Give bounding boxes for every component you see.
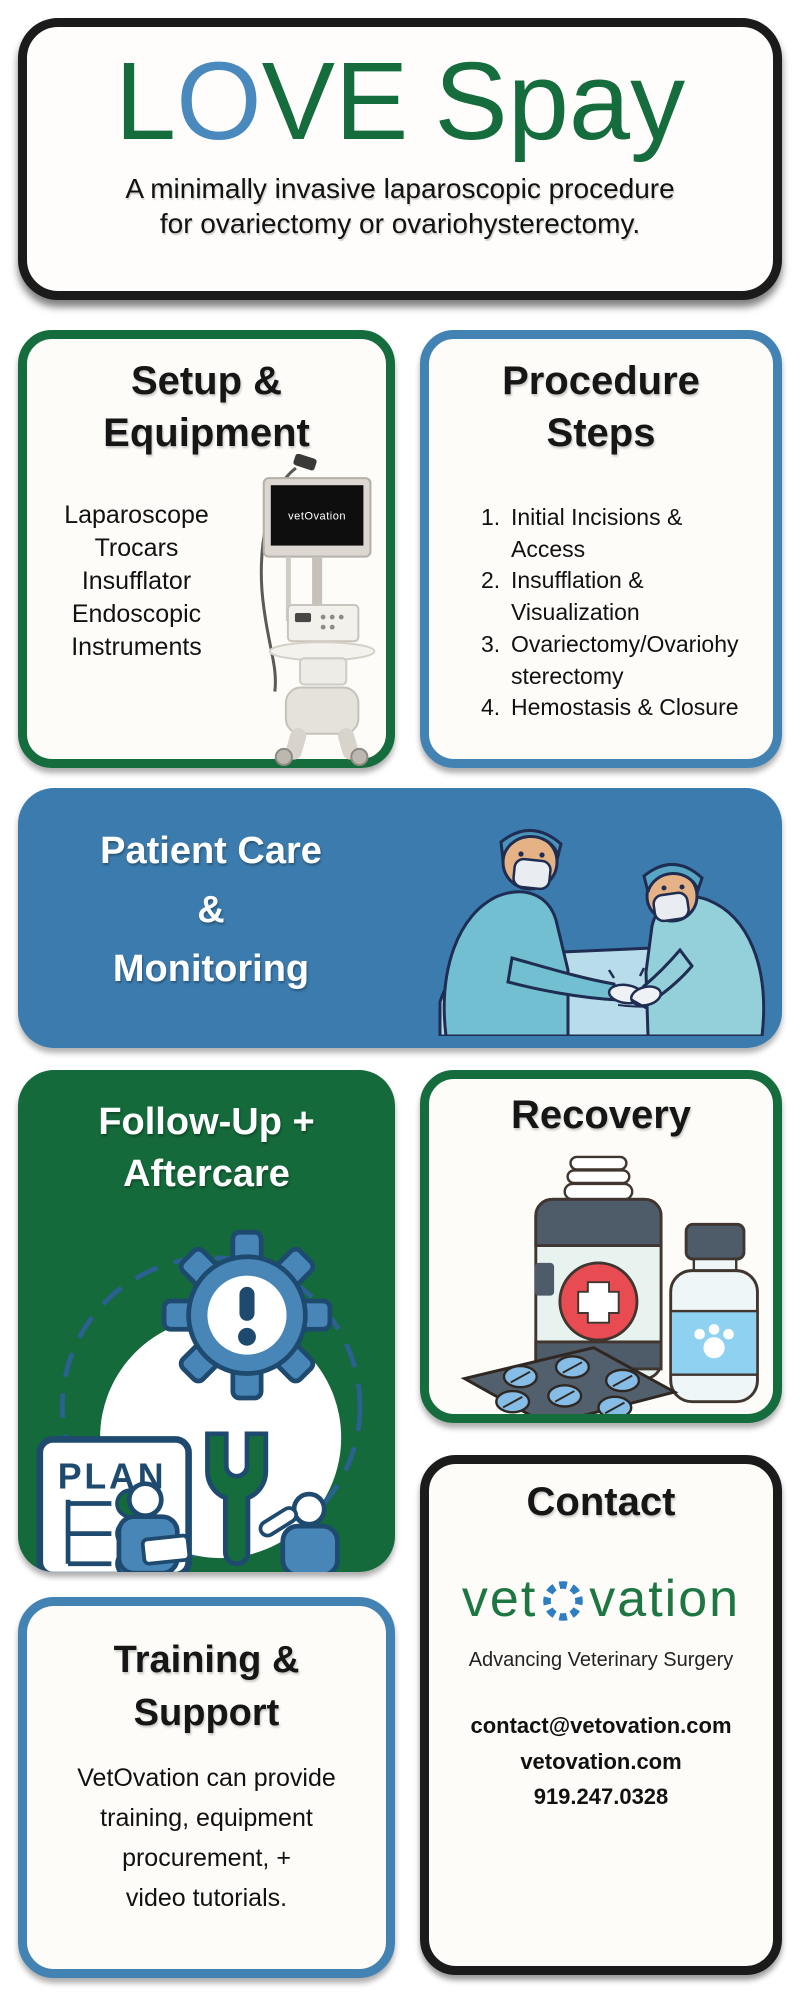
- cart-base-icon: [274, 686, 369, 766]
- followup-title-line1: Follow-Up +: [98, 1101, 315, 1143]
- title-word-spay: Spay: [434, 40, 686, 163]
- procedure-steps-card: Procedure Steps 1. Initial Incisions & A…: [420, 330, 782, 768]
- equipment-list: Laparoscope Trocars Insufflator Endoscop…: [39, 499, 234, 664]
- training-support-body: VetOvation can provide training, equipme…: [27, 1758, 386, 1918]
- logo-text-vet: vet: [461, 1570, 538, 1628]
- step-number: 2.: [481, 567, 501, 594]
- contact-phone: 919.247.0328: [533, 1784, 669, 1810]
- training-title-line2: Support: [133, 1692, 280, 1735]
- patient-care-line2: &: [197, 888, 225, 931]
- procedure-steps-list: 1. Initial Incisions & Access 2. Insuffl…: [481, 502, 749, 724]
- step-number: 4.: [481, 694, 501, 721]
- equipment-item: Endoscopic Instruments: [71, 600, 202, 661]
- recovery-card: Recovery: [420, 1070, 782, 1423]
- contact-card: Contact vet vation Advancing Veterinary …: [420, 1455, 782, 1975]
- patient-care-line1: Patient Care: [100, 830, 322, 872]
- equipment-item: Laparoscope: [64, 501, 209, 529]
- setup-title-line2: Equipment: [103, 411, 310, 455]
- setup-title-line1: Setup &: [130, 359, 283, 403]
- logo-tagline: Advancing Veterinary Surgery: [468, 1649, 734, 1671]
- person-with-laptop-icon: [116, 1481, 192, 1572]
- monitor-brand-label: vetOvation: [288, 510, 346, 522]
- procedure-step: 2. Insufflation & Visualization: [481, 565, 749, 628]
- followup-title: Follow-Up + Aftercare: [18, 1096, 395, 1201]
- training-title-line1: Training &: [113, 1639, 300, 1681]
- monitor-pole: [312, 556, 323, 609]
- step-text: Insufflation & Visualization: [511, 567, 644, 626]
- insufflator-unit-icon: [286, 603, 360, 643]
- followup-aftercare-card: Follow-Up + Aftercare: [18, 1070, 395, 1572]
- step-text: Hemostasis & Closure: [511, 694, 739, 721]
- training-support-card: Training & Support VetOvation can provid…: [18, 1597, 395, 1978]
- procedure-title-line2: Steps: [546, 411, 656, 455]
- training-support-title: Training & Support: [27, 1634, 386, 1740]
- recovery-title: Recovery: [510, 1093, 692, 1137]
- contact-title: Contact: [526, 1480, 676, 1524]
- contact-website: vetovation.com: [520, 1748, 682, 1774]
- equipment-item: Insufflator: [81, 567, 192, 595]
- contact-details: contact@vetovation.com vetovation.com 91…: [429, 1708, 773, 1815]
- patient-care-line3: Monitoring: [112, 947, 310, 990]
- medications-illustration: [460, 1155, 759, 1414]
- vetovation-logo: vet vation: [429, 1569, 773, 1629]
- aftercare-plan-illustration: PLAN: [36, 1229, 363, 1572]
- patient-care-band: Patient Care & Monitoring: [18, 788, 782, 1048]
- procedure-step: 1. Initial Incisions & Access: [481, 502, 749, 565]
- surgeons-illustration: [438, 829, 766, 1036]
- hero-subtitle: A minimally invasive laparoscopic proced…: [27, 171, 773, 241]
- paw-bottle-icon: [669, 1222, 759, 1404]
- training-body-line1: VetOvation can provide: [77, 1764, 336, 1793]
- alert-gear-icon: [161, 1229, 333, 1401]
- surgeon-left: [442, 829, 645, 1036]
- patient-care-title: Patient Care & Monitoring: [46, 822, 376, 999]
- procedure-step: 3. Ovariectomy/Ovariohysterectomy: [481, 629, 749, 692]
- setup-equipment-card: Setup & Equipment Laparoscope Trocars In…: [18, 330, 395, 768]
- step-number: 3.: [481, 630, 501, 657]
- title-letter-o: O: [176, 40, 262, 163]
- title-letter-l: L: [114, 40, 177, 163]
- monitor-icon: vetOvation: [262, 477, 372, 558]
- training-body-line2: training, equipment: [100, 1804, 313, 1833]
- step-number: 1.: [481, 504, 501, 530]
- logo-text-vation: vation: [589, 1570, 741, 1628]
- vetovation-logo-o-icon: [543, 1581, 584, 1621]
- exclamation-icon: [239, 1286, 255, 1321]
- step-text: Initial Incisions & Access: [511, 504, 683, 562]
- dashed-circle: [60, 1255, 363, 1558]
- step-text: Ovariectomy/Ovariohysterectomy: [511, 630, 739, 689]
- title-letters-ve: VE: [261, 40, 409, 163]
- procedure-step: 4. Hemostasis & Closure: [481, 692, 749, 724]
- pill-blister-icon: [460, 1346, 679, 1414]
- followup-title-line2: Aftercare: [123, 1153, 290, 1196]
- cart-module: [298, 657, 348, 686]
- equipment-item: Trocars: [94, 534, 179, 562]
- contact-email: contact@vetovation.com: [470, 1713, 732, 1738]
- hero-subtitle-line1: A minimally invasive laparoscopic proced…: [125, 172, 675, 204]
- hero-subtitle-line2: for ovariectomy or ovariohysterectomy.: [159, 207, 641, 239]
- laparoscopy-tower-illustration: vetOvation: [259, 454, 376, 766]
- procedure-title-line1: Procedure: [502, 359, 700, 403]
- wrench-icon: [205, 1431, 269, 1567]
- paw-print-icon: [694, 1324, 734, 1359]
- procedure-steps-title: Procedure Steps: [429, 355, 773, 459]
- training-body-line4: video tutorials.: [125, 1884, 288, 1913]
- side-pole: [285, 556, 291, 622]
- pill-bottle-icon: [534, 1155, 663, 1380]
- setup-equipment-title: Setup & Equipment: [27, 355, 386, 459]
- surgeon-right: [630, 863, 766, 1036]
- training-body-line3: procurement, +: [122, 1844, 291, 1873]
- waving-person-icon: [258, 1491, 340, 1572]
